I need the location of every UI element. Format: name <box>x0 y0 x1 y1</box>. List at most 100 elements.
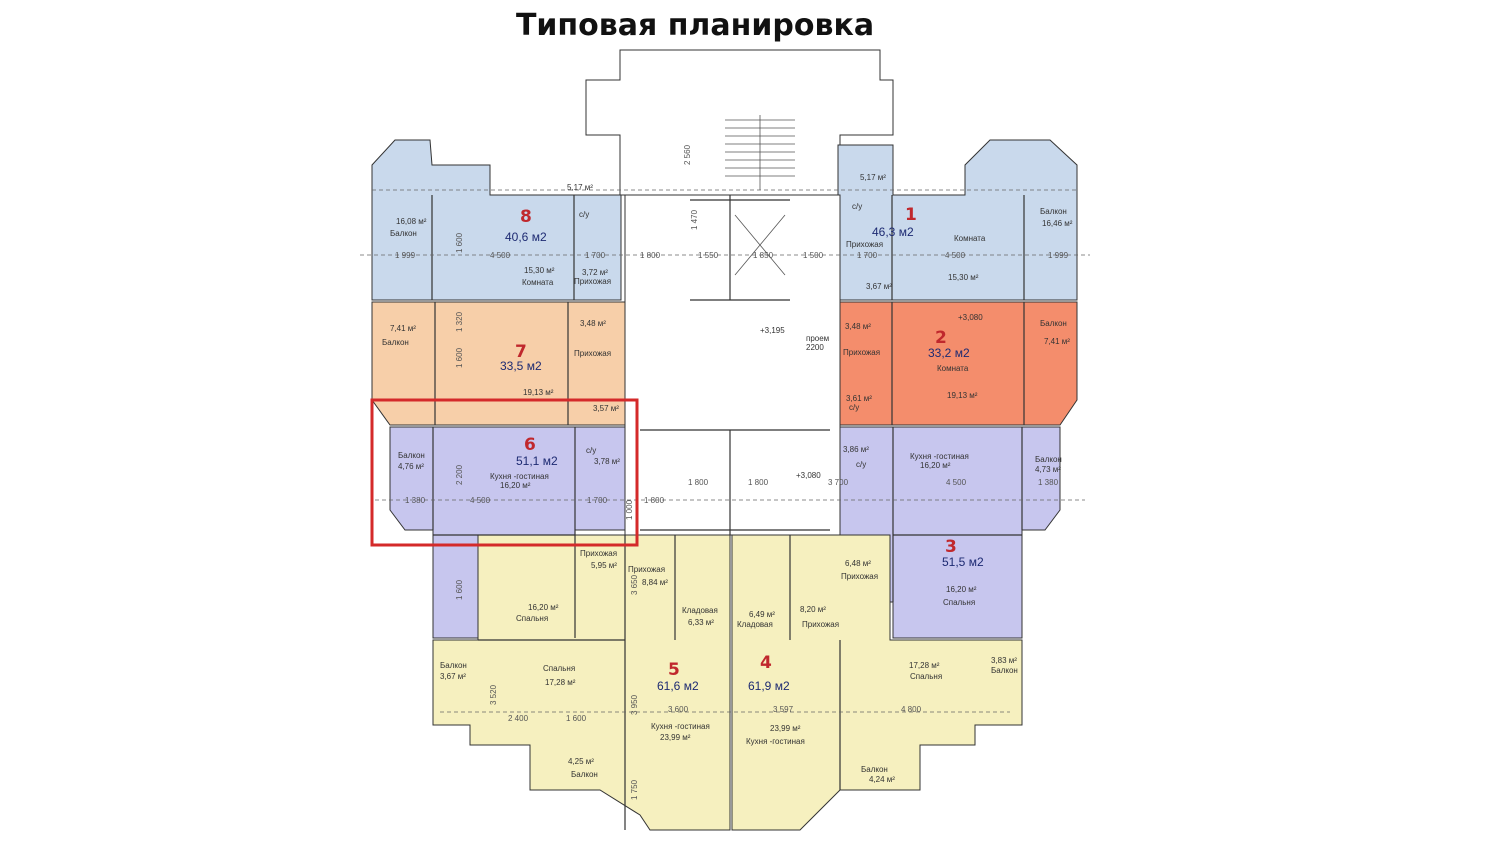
dimension: 1 380 <box>405 496 426 505</box>
dimension: 1 999 <box>395 251 416 260</box>
dimension: 1 700 <box>857 251 878 260</box>
apartment-number: 1 <box>905 205 917 225</box>
page-title: Типовая планировка <box>515 8 875 43</box>
room-label: Балкон <box>861 765 888 774</box>
room-area: 23,99 м² <box>770 724 801 733</box>
apartment-area: 61,6 м2 <box>657 679 699 693</box>
dimension: 1 550 <box>698 251 719 260</box>
dimension: 4 500 <box>946 478 967 487</box>
room-label: Балкон <box>1035 455 1062 464</box>
room-label: Балкон <box>398 451 425 460</box>
dimension: 1 320 <box>455 311 464 332</box>
room-label: Балкон <box>1040 319 1067 328</box>
dimension: 1 000 <box>625 499 634 520</box>
room-label: Балкон <box>382 338 409 347</box>
dimension: 1 800 <box>640 251 661 260</box>
dimension: 3 600 <box>668 705 689 714</box>
room-label: Прихожая <box>580 549 617 558</box>
room-area: 16,20 м² <box>528 603 559 612</box>
dimension: 1 600 <box>455 347 464 368</box>
room-area: 6,49 м² <box>749 610 775 619</box>
room-label: Спальня <box>516 614 548 623</box>
stair-steps <box>725 115 795 276</box>
dimension: 4 500 <box>490 251 511 260</box>
dimension: 1 750 <box>630 779 639 800</box>
room-label: с/у <box>579 210 589 219</box>
room-label: Кухня -гостиная <box>490 472 549 481</box>
dimension: 1 700 <box>585 251 606 260</box>
apartment-6-highlight <box>370 398 639 547</box>
apartment-1-fill <box>837 139 1078 301</box>
room-area: 6,33 м² <box>688 618 714 627</box>
room-label: Прихожая <box>628 565 665 574</box>
apartment-area: 61,9 м2 <box>748 679 790 693</box>
room-area: 16,20 м² <box>500 481 531 490</box>
room-area: 19,13 м² <box>947 391 978 400</box>
dimension: 3 520 <box>489 684 498 705</box>
room-area: 23,99 м² <box>660 733 691 742</box>
apartment-number: 6 <box>524 435 536 455</box>
room-area: 3,48 м² <box>580 319 606 328</box>
dimension: 4 500 <box>470 496 491 505</box>
dimension: 1 470 <box>690 209 699 230</box>
apartment-area: 40,6 м2 <box>505 230 547 244</box>
room-label: с/у <box>852 202 862 211</box>
room-area: 16,46 м² <box>1042 219 1073 228</box>
room-label: Комната <box>522 278 554 287</box>
room-area: 3,83 м² <box>991 656 1017 665</box>
dimension: 3 950 <box>630 694 639 715</box>
room-label: Комната <box>954 234 986 243</box>
apartment-number: 7 <box>515 342 527 362</box>
room-label: Спальня <box>943 598 975 607</box>
room-area: 5,17 м² <box>567 183 593 192</box>
room-label: Прихожая <box>802 620 839 629</box>
room-area: 4,76 м² <box>398 462 424 471</box>
room-label: Прихожая <box>843 348 880 357</box>
apartment-area: 46,3 м2 <box>872 225 914 239</box>
dimension: 1 600 <box>566 714 587 723</box>
room-area: 3,67 м² <box>440 672 466 681</box>
room-area: 4,24 м² <box>869 775 895 784</box>
dimension-lines <box>360 189 1090 713</box>
room-label: проем <box>806 334 829 343</box>
room-label: 2200 <box>806 343 824 352</box>
room-area: 4,25 м² <box>568 757 594 766</box>
room-label: Кухня -гостиная <box>746 737 805 746</box>
room-area: 17,28 м² <box>545 678 576 687</box>
room-label: Балкон <box>991 666 1018 675</box>
dimension: 4 500 <box>945 251 966 260</box>
room-area: 3,67 м² <box>866 282 892 291</box>
room-area: 7,41 м² <box>1044 337 1070 346</box>
apartment-area: 33,5 м2 <box>500 359 542 373</box>
dimension: 1 600 <box>455 232 464 253</box>
dimension: 1 999 <box>1048 251 1069 260</box>
dimension: 1 700 <box>587 496 608 505</box>
room-labels: Балкон 16,08 м² 5,17 м² с/у 15,30 м² Ком… <box>382 173 1073 784</box>
apartment-area: 51,1 м2 <box>516 454 558 468</box>
room-area: 15,30 м² <box>524 266 555 275</box>
room-label: Кухня -гостиная <box>910 452 969 461</box>
room-label: Балкон <box>1040 207 1067 216</box>
room-area: 5,17 м² <box>860 173 886 182</box>
dimension-values: 1 999 4 500 1 700 1 800 1 550 1 850 1 50… <box>395 144 1069 800</box>
room-label: Спальня <box>543 664 575 673</box>
room-label: Кладовая <box>737 620 773 629</box>
room-area: 3,57 м² <box>593 404 619 413</box>
apartment-number: 3 <box>945 537 957 557</box>
room-area: 3,48 м² <box>845 322 871 331</box>
room-area: 7,41 м² <box>390 324 416 333</box>
corridor <box>624 194 841 536</box>
room-label: с/у <box>856 460 866 469</box>
dimension: 2 560 <box>683 144 692 165</box>
room-area: 3,86 м² <box>843 445 869 454</box>
room-area: 3,78 м² <box>594 457 620 466</box>
room-label: Прихожая <box>846 240 883 249</box>
apartment-number: 2 <box>935 328 947 348</box>
apartment-area: 51,5 м2 <box>942 555 984 569</box>
dimension: 3 650 <box>630 574 639 595</box>
room-area: 15,30 м² <box>948 273 979 282</box>
apartment-number: 8 <box>520 207 532 227</box>
room-label: Комната <box>937 364 969 373</box>
apartment-8-fill <box>371 139 622 301</box>
